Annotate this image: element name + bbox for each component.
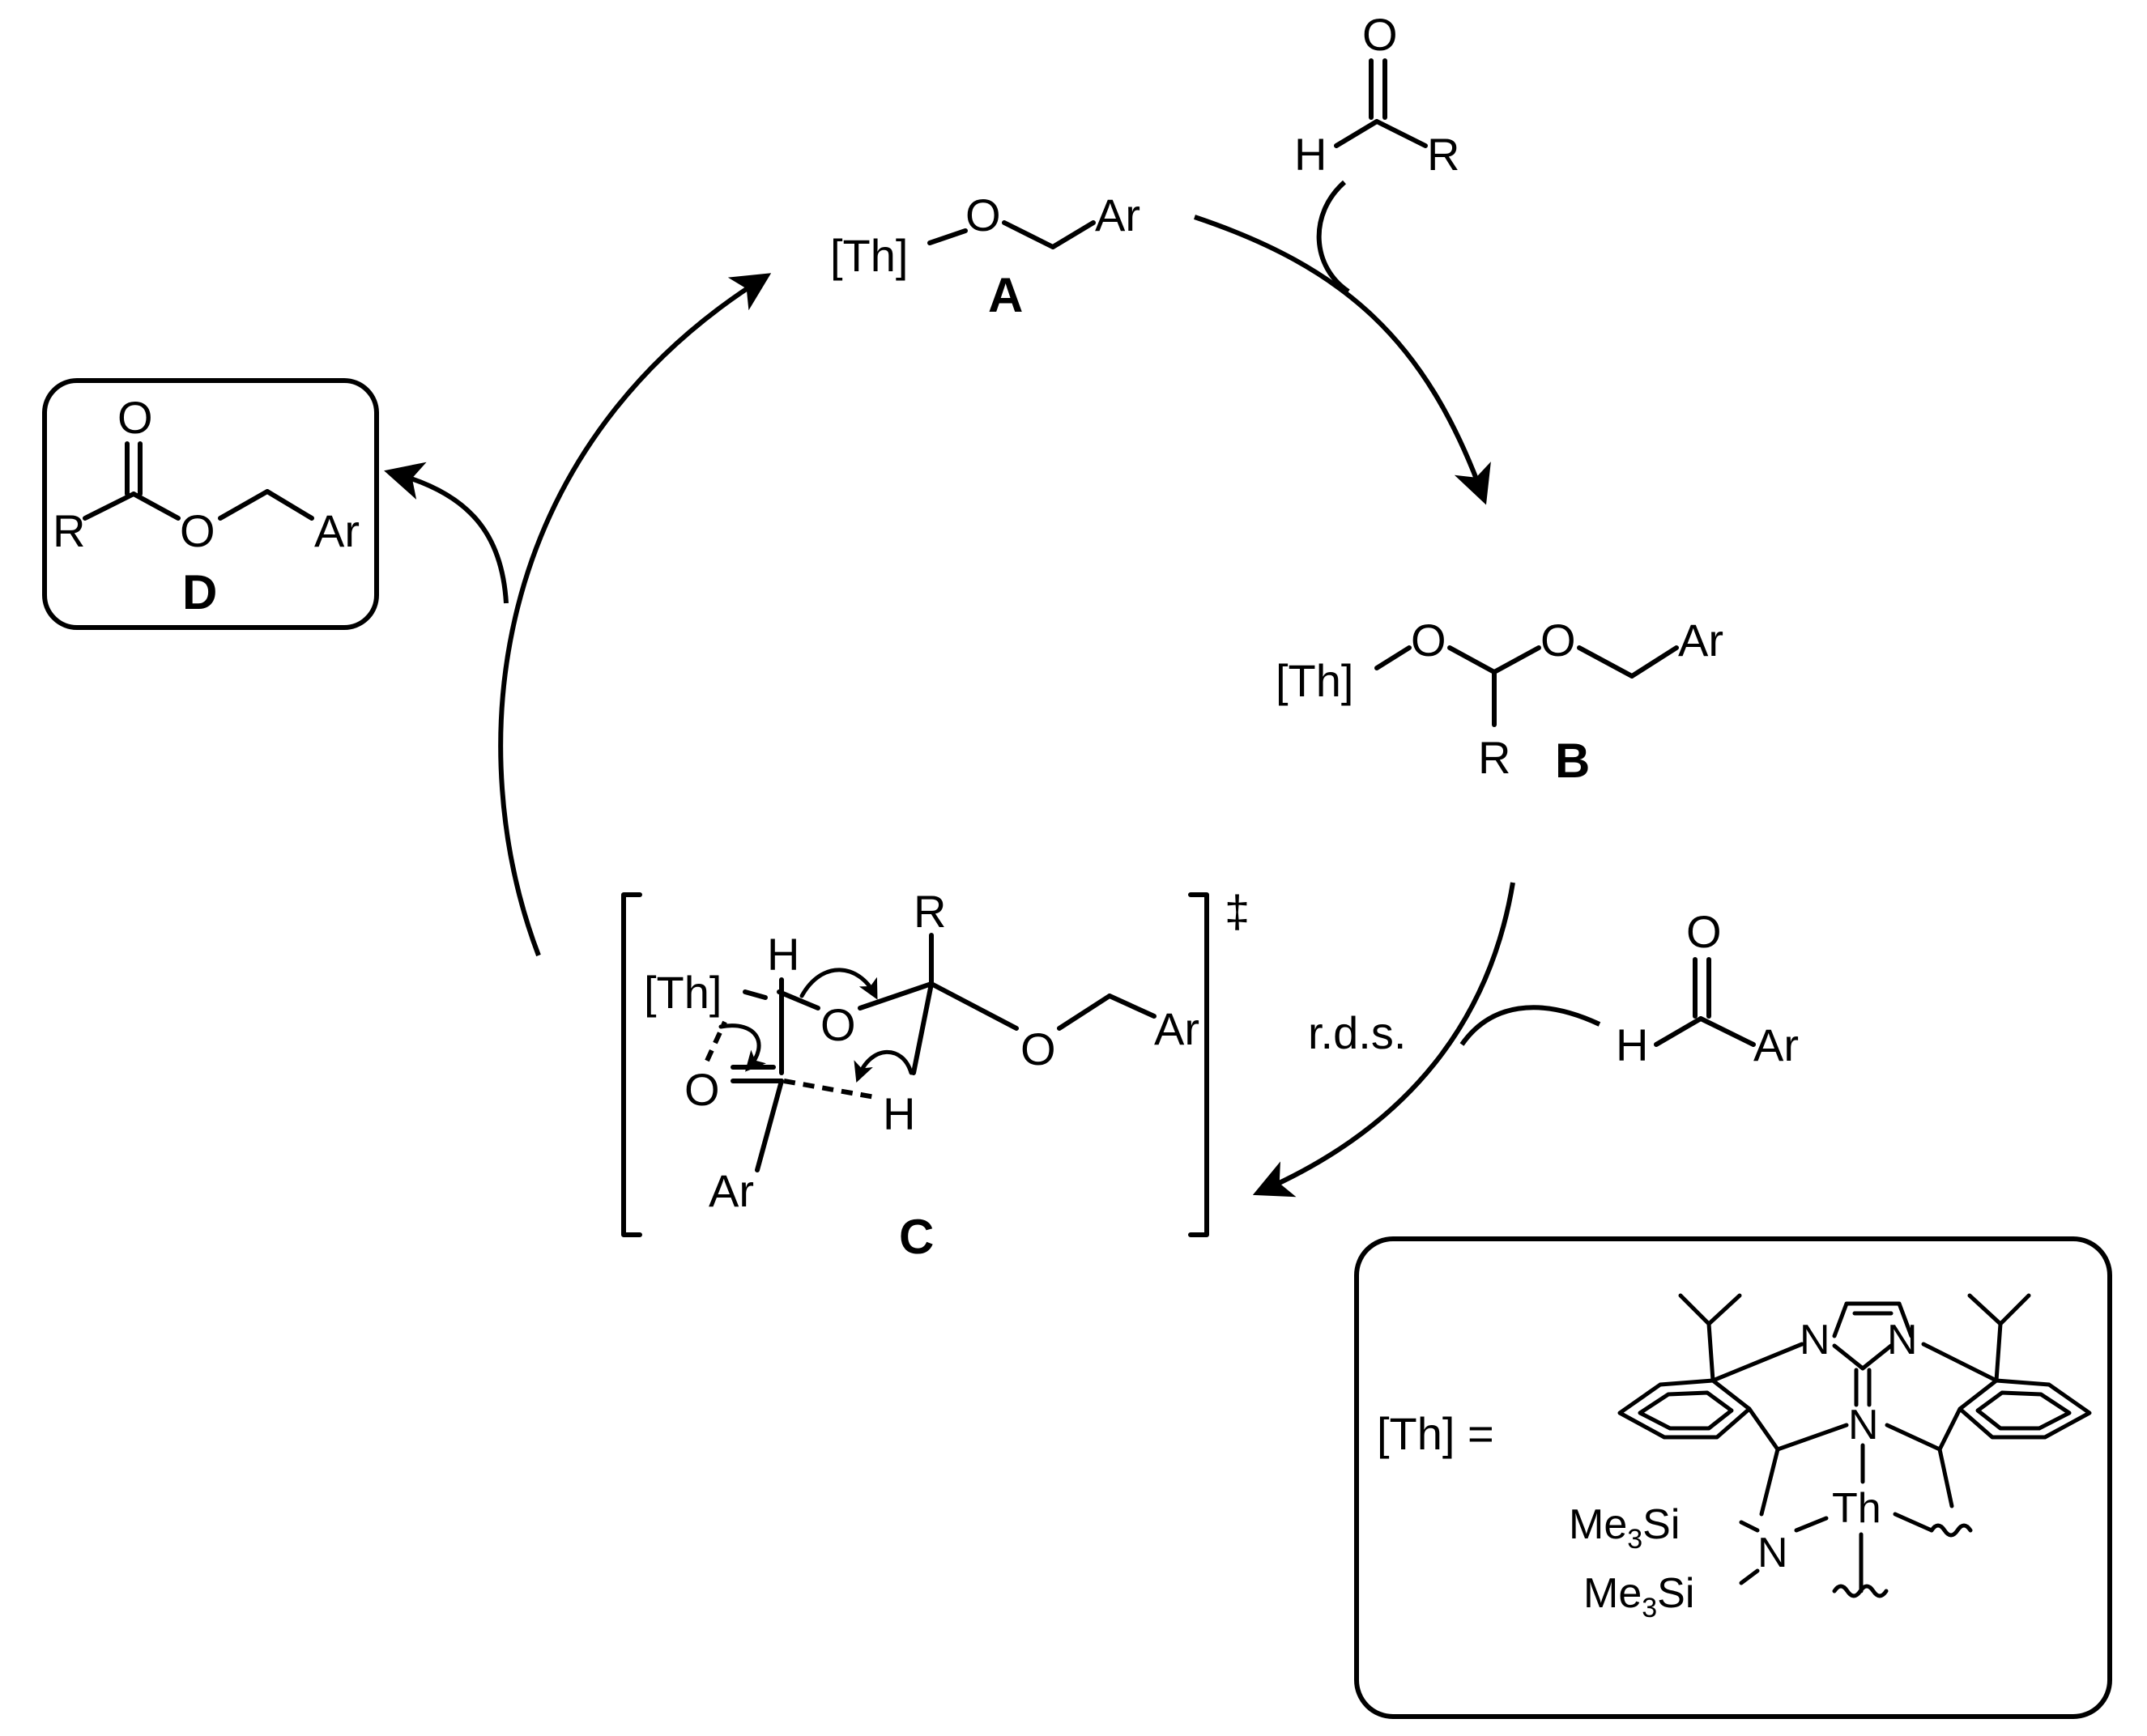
arrow-product-release-d bbox=[384, 462, 509, 604]
legend-thorium: Th bbox=[1832, 1485, 1881, 1532]
compound-d-ar: Ar bbox=[314, 505, 360, 556]
arrow-a-to-b bbox=[1194, 215, 1491, 505]
compound-b-ar: Ar bbox=[1678, 615, 1723, 666]
compound-d-oxygen: O bbox=[180, 505, 215, 556]
aldehyde-r-reagent: O H R bbox=[1294, 9, 1459, 180]
compound-c-label: C bbox=[899, 1210, 934, 1264]
compound-b-label: B bbox=[1555, 734, 1590, 788]
legend-prefix: [Th] = bbox=[1377, 1408, 1494, 1459]
aldehyde-r-r: R bbox=[1427, 129, 1459, 180]
compound-c-hydrogen-2: H bbox=[883, 1088, 915, 1139]
compound-b-oxygen-2: O bbox=[1540, 615, 1576, 666]
compound-c-hydrogen-1: H bbox=[767, 929, 799, 980]
legend-me3si-1: Me3Si bbox=[1569, 1501, 1680, 1555]
compound-b: [Th] O O Ar R B bbox=[1276, 615, 1723, 788]
compound-a-ar: Ar bbox=[1095, 189, 1140, 240]
arrow-c-to-a bbox=[498, 273, 772, 957]
aldehyde-ar-oxygen: O bbox=[1686, 906, 1722, 957]
compound-d-carbonyl-oxygen: O bbox=[117, 392, 153, 443]
compound-c-ar-1: Ar bbox=[1154, 1003, 1199, 1054]
compound-b-oxygen-1: O bbox=[1411, 615, 1446, 666]
compound-b-th: [Th] bbox=[1276, 655, 1353, 706]
aldehyde-ar-ar: Ar bbox=[1753, 1019, 1799, 1070]
legend-nitrogen-4: N bbox=[1757, 1530, 1788, 1576]
legend-nitrogen-3: N bbox=[1848, 1402, 1879, 1449]
legend-nitrogen-2: N bbox=[1887, 1317, 1918, 1364]
compound-c-r: R bbox=[914, 886, 946, 937]
compound-c-th: [Th] bbox=[644, 967, 722, 1018]
aldehyde-r-hydrogen: H bbox=[1294, 129, 1327, 180]
compound-c-oxygen-1: O bbox=[820, 999, 856, 1050]
aldehyde-ar-reagent: O H Ar bbox=[1616, 906, 1799, 1070]
legend-me3si-2: Me3Si bbox=[1583, 1570, 1694, 1623]
transition-state-dagger: ‡ bbox=[1225, 886, 1250, 937]
reagent-entry-r-aldehyde bbox=[1316, 180, 1350, 294]
aldehyde-r-oxygen: O bbox=[1362, 9, 1398, 60]
aldehyde-ar-hydrogen: H bbox=[1616, 1019, 1648, 1070]
compound-a-label: A bbox=[988, 268, 1023, 322]
compound-d-r: R bbox=[53, 505, 85, 556]
compound-c-ar-2: Ar bbox=[709, 1165, 754, 1216]
compound-c-oxygen-3: O bbox=[684, 1064, 720, 1115]
compound-a-th: [Th] bbox=[830, 230, 908, 281]
legend-nitrogen-1: N bbox=[1800, 1317, 1830, 1364]
compound-b-r: R bbox=[1478, 732, 1510, 783]
transition-state-c: ‡ [Th] H O R O Ar O H Ar C bbox=[621, 886, 1250, 1264]
reagent-entry-ar-aldehyde bbox=[1459, 1005, 1601, 1046]
arrow-b-to-c bbox=[1252, 882, 1515, 1198]
rds-label: r.d.s. bbox=[1308, 1007, 1406, 1058]
compound-d-label: D bbox=[182, 565, 217, 619]
product-d-box: O R O Ar D bbox=[42, 378, 379, 630]
th-ligand-legend: [Th] = N N N Th bbox=[1354, 1236, 2112, 1719]
compound-c-oxygen-2: O bbox=[1020, 1023, 1056, 1074]
compound-a: [Th] O Ar A bbox=[830, 189, 1140, 322]
compound-a-oxygen: O bbox=[965, 189, 1001, 240]
